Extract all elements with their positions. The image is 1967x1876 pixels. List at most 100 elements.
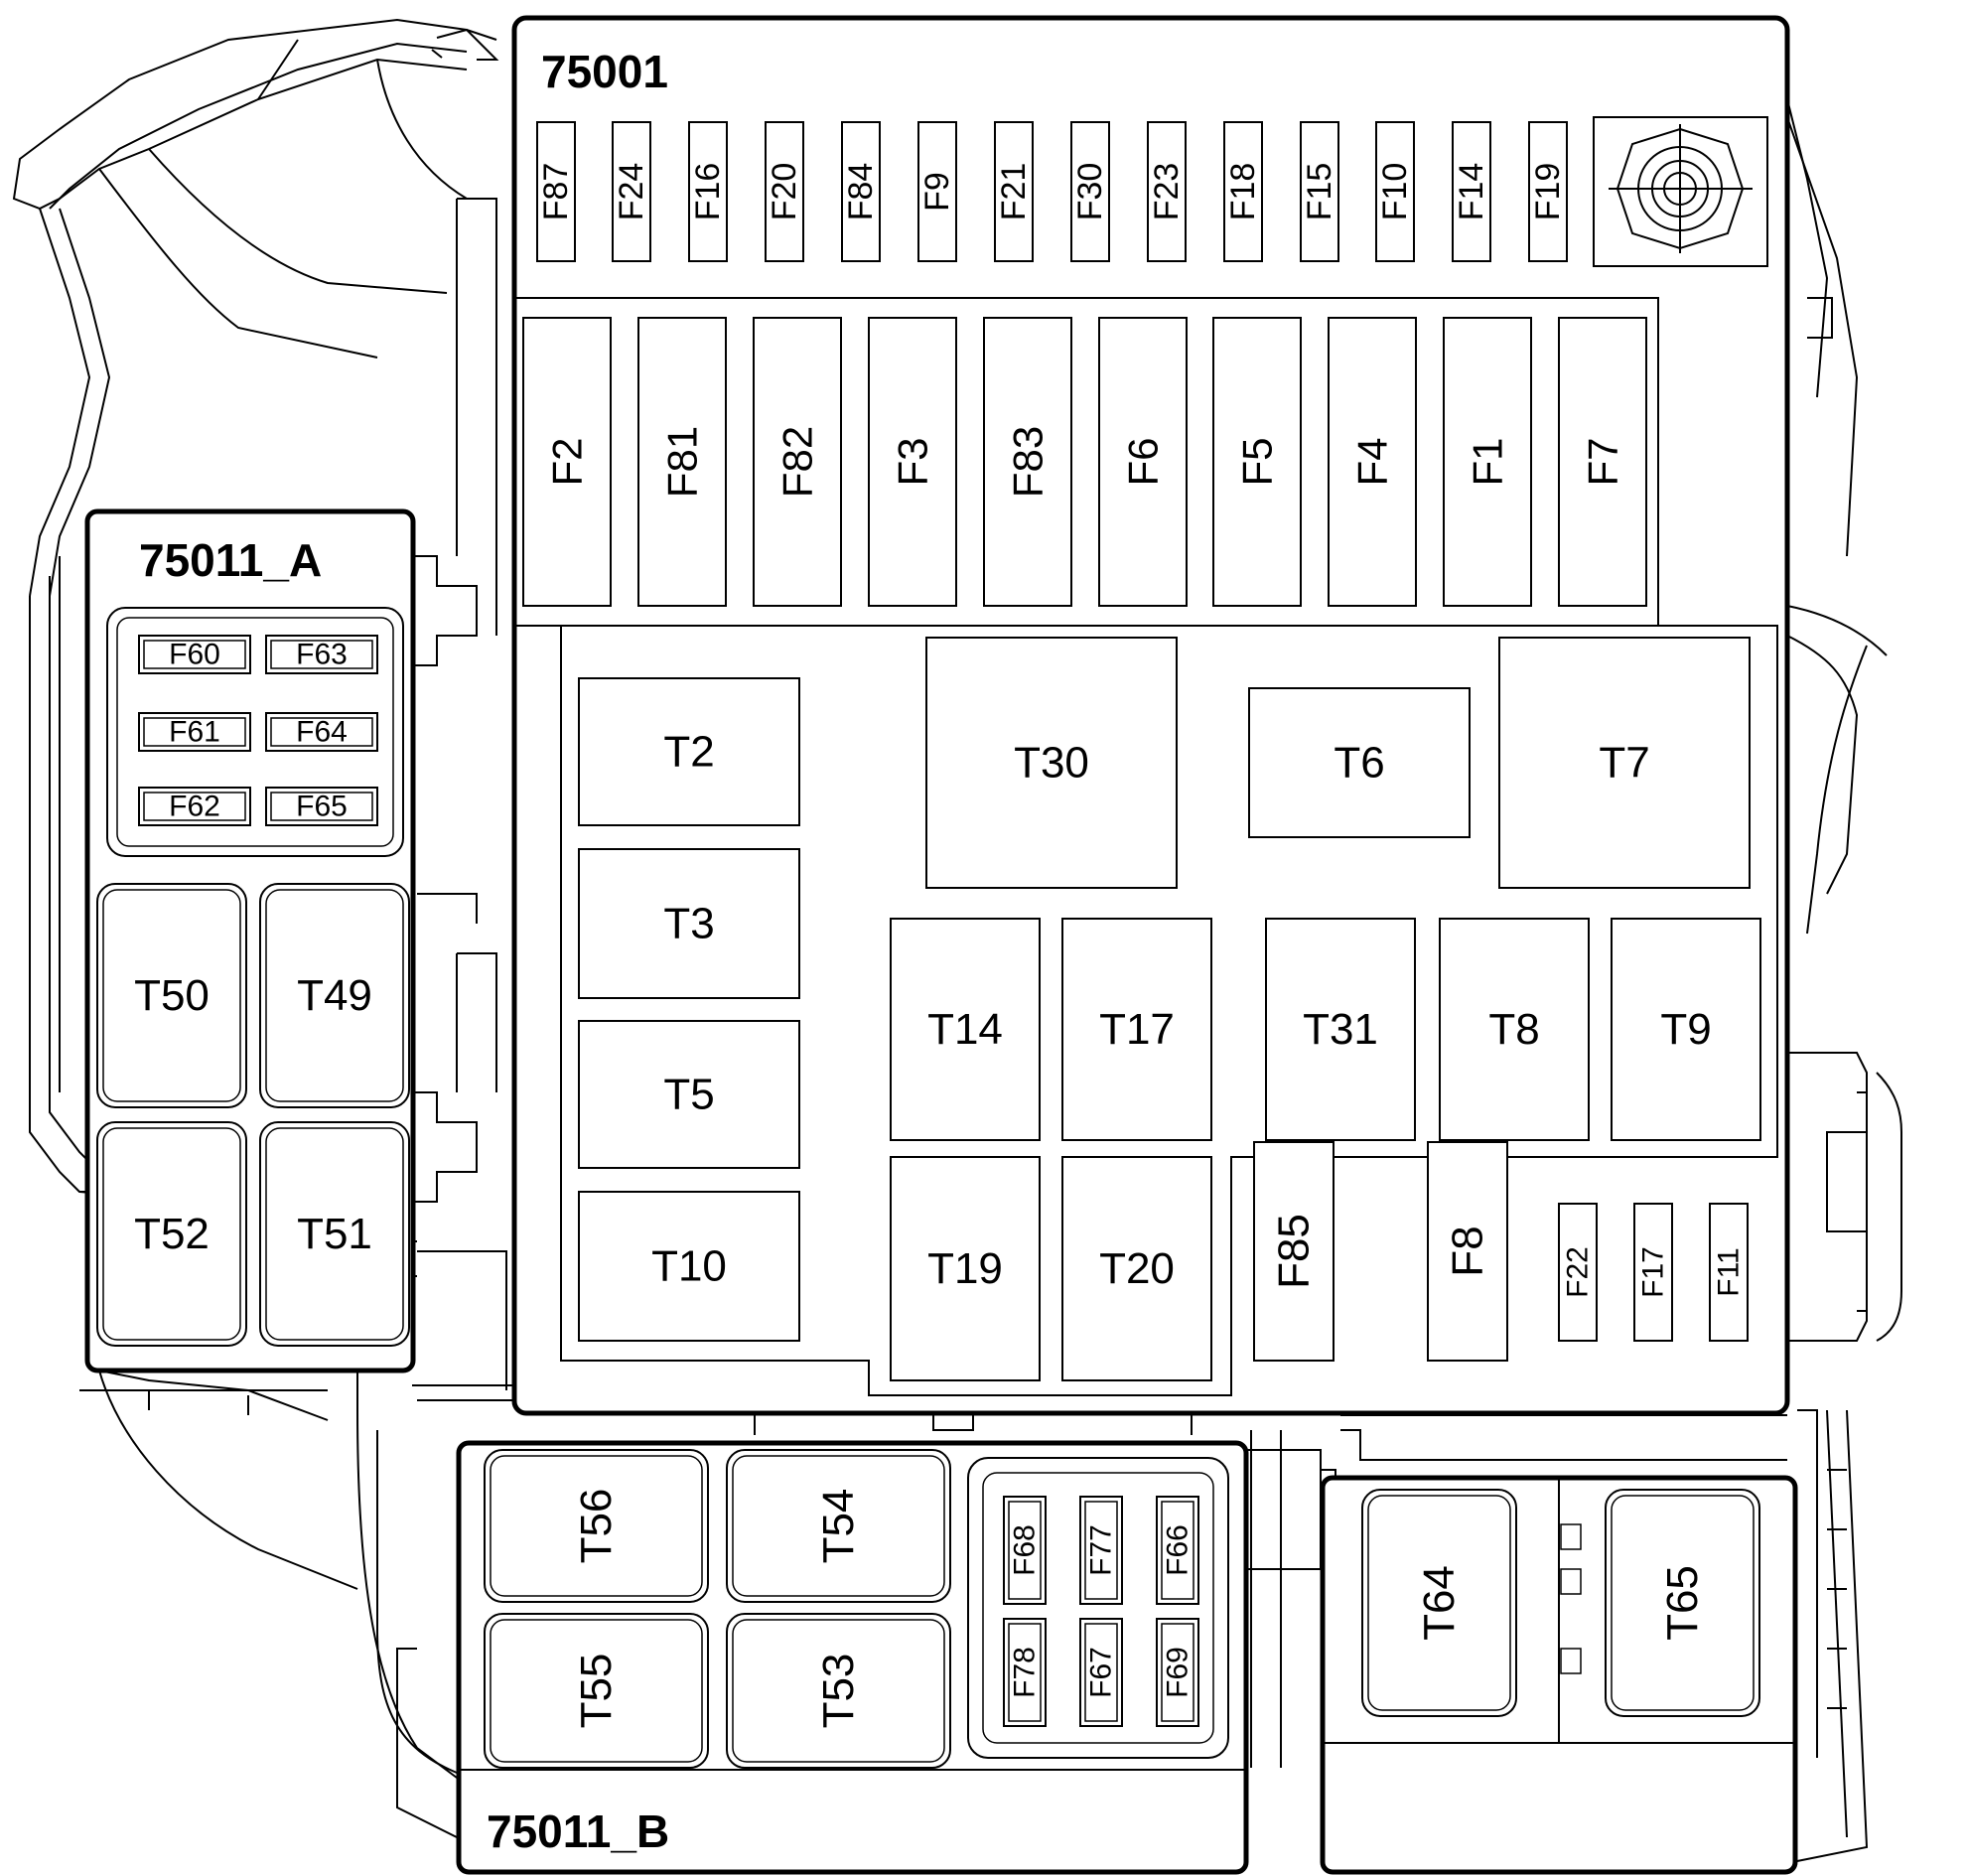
box-75011-b-label: 75011_B — [487, 1805, 669, 1857]
fuse-f67: F67 — [1079, 1618, 1123, 1727]
lower-fuse-f85-body — [1253, 1141, 1335, 1362]
fuse-label: F78 — [1009, 1647, 1042, 1698]
fuse-label: F69 — [1162, 1647, 1194, 1698]
relay-t8-body — [1439, 918, 1590, 1141]
fuse-f63-body — [265, 635, 378, 674]
fuse-label: F61 — [169, 716, 220, 749]
maxi-fuse-f5: F5 — [1212, 317, 1302, 607]
relay-t52: T52 — [96, 1121, 247, 1347]
fuse-f77-body — [1079, 1496, 1123, 1605]
maxi-fuse-f2: F2 — [522, 317, 612, 607]
relay-t19: T19 — [890, 1156, 1041, 1381]
small-fuse-f21-body — [994, 121, 1034, 262]
relay-label: T30 — [1014, 739, 1089, 788]
small-fuse-f19-body — [1528, 121, 1568, 262]
relay-t51: T51 — [259, 1121, 410, 1347]
fuse-f66: F66 — [1156, 1496, 1199, 1605]
fuse-f78: F78 — [1003, 1618, 1047, 1727]
fuse-f69: F69 — [1156, 1618, 1199, 1727]
relay-label: T17 — [1099, 1005, 1175, 1054]
relay-t30-body — [925, 637, 1178, 889]
maxi-fuse-f83: F83 — [983, 317, 1072, 607]
maxi-fuse-label: F83 — [1005, 426, 1052, 498]
small-fuse-f30: F30 — [1070, 121, 1110, 262]
maxi-fuse-f4: F4 — [1328, 317, 1417, 607]
maxi-fuse-f1: F1 — [1443, 317, 1532, 607]
relay-t49: T49 — [259, 883, 410, 1108]
lower-fuse-f85: F85 — [1253, 1141, 1335, 1362]
lower-fuse-f11-body — [1709, 1203, 1749, 1342]
small-fuse-f10-body — [1375, 121, 1415, 262]
maxi-fuse-label: F7 — [1580, 437, 1626, 486]
relays-right-bottom: T64 T65 — [1361, 1489, 1760, 1717]
relay-t2-body — [578, 677, 800, 826]
relay-label: T2 — [663, 728, 714, 777]
maxi-fuse-f1-body — [1443, 317, 1532, 607]
relay-label: T56 — [572, 1489, 621, 1564]
small-fuse-f84: F84 — [841, 121, 881, 262]
small-fuse-f16: F16 — [688, 121, 728, 262]
relay-t20: T20 — [1061, 1156, 1212, 1381]
relay-label: T10 — [651, 1242, 727, 1291]
relay-t53: T53 — [726, 1613, 951, 1769]
fuse-f77: F77 — [1079, 1496, 1123, 1605]
fuse-f65: F65 — [265, 787, 378, 826]
fuse-f61-body — [138, 712, 251, 752]
box-right-bottom: T64 T65 — [1320, 1475, 1798, 1875]
fuse-f60-body — [138, 635, 251, 674]
fuse-f60: F60 — [138, 635, 251, 674]
relay-t7-body — [1498, 637, 1751, 889]
maxi-fuse-f82-body — [753, 317, 842, 607]
relay-t56: T56 — [484, 1449, 709, 1603]
relay-t10-body — [578, 1191, 800, 1342]
fuse-label: F68 — [1009, 1524, 1042, 1576]
maxi-fuse-label: F6 — [1120, 437, 1167, 486]
maxi-fuse-f3-body — [868, 317, 957, 607]
lower-fuse-label: F22 — [1562, 1246, 1595, 1298]
small-fuse-label: F18 — [1224, 163, 1262, 221]
relay-t20-body — [1061, 1156, 1212, 1381]
maxi-fuse-label: F81 — [659, 426, 706, 498]
maxi-fuse-label: F3 — [890, 437, 936, 486]
maxi-fuse-f5-body — [1212, 317, 1302, 607]
small-fuse-f87-body — [536, 121, 576, 262]
fuse-label: F62 — [169, 791, 220, 823]
relay-t17-body — [1061, 918, 1212, 1141]
small-fuse-f18-body — [1223, 121, 1263, 262]
maxi-fuse-label: F1 — [1465, 437, 1511, 486]
fuse-label: F66 — [1162, 1524, 1194, 1576]
small-fuse-f23-body — [1147, 121, 1187, 262]
relay-t2: T2 — [578, 677, 800, 826]
small-fuse-f21: F21 — [994, 121, 1034, 262]
fuse-label: F60 — [169, 639, 220, 671]
relay-t64-body — [1361, 1489, 1517, 1717]
small-fuse-label: F30 — [1071, 163, 1109, 221]
relay-t54: T54 — [726, 1449, 951, 1603]
fuse-f62-body — [138, 787, 251, 826]
fuse-f64: F64 — [265, 712, 378, 752]
relay-label: T20 — [1099, 1244, 1175, 1293]
relay-label: T49 — [297, 971, 372, 1020]
relay-t14-body — [890, 918, 1041, 1141]
relay-panel — [560, 625, 1778, 1396]
maxi-fuse-f81: F81 — [637, 317, 727, 607]
lower-fuse-label: F17 — [1637, 1246, 1670, 1298]
fuse-holder-75011-b — [967, 1457, 1229, 1759]
relay-t6: T6 — [1248, 687, 1471, 838]
relay-t6-body — [1248, 687, 1471, 838]
small-fuse-label: F14 — [1453, 163, 1490, 221]
relay-label: T64 — [1415, 1565, 1464, 1641]
maxi-fuse-f81-body — [637, 317, 727, 607]
relay-label: T8 — [1488, 1005, 1539, 1054]
small-fuse-label: F15 — [1301, 163, 1338, 221]
relay-t51-body — [259, 1121, 410, 1347]
relay-t65: T65 — [1605, 1489, 1760, 1717]
relay-t64: T64 — [1361, 1489, 1517, 1717]
relay-t8: T8 — [1439, 918, 1590, 1141]
